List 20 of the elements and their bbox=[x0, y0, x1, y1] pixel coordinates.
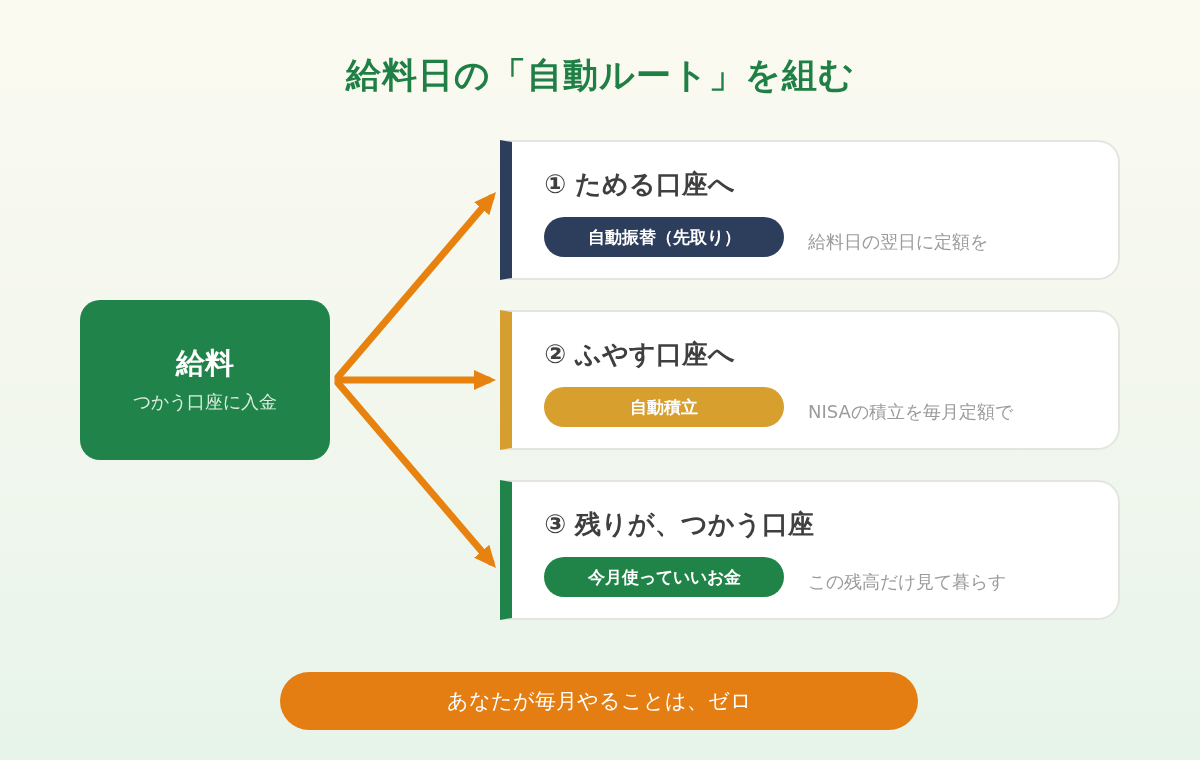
step-note: 給料日の翌日に定額を bbox=[808, 230, 988, 254]
label-pill: 自動振替（先取り） bbox=[544, 217, 784, 257]
step-card bbox=[500, 480, 1120, 620]
step-note: この残高だけ見て暮らす bbox=[808, 570, 1006, 594]
label-pill: 今月使っていいお金 bbox=[544, 557, 784, 597]
step-note: NISAの積立を毎月定額で bbox=[808, 400, 1013, 424]
box-subtitle: つかう口座に入金 bbox=[133, 390, 277, 414]
box-title: 給料 bbox=[176, 345, 234, 381]
title: 給料日の「自動ルート」を組む bbox=[345, 54, 855, 97]
label-pill: 自動積立 bbox=[544, 387, 784, 427]
message-banner: あなたが毎月やることは、ゼロ bbox=[280, 672, 918, 730]
step-card bbox=[500, 140, 1120, 280]
step-heading: ① ためる口座へ bbox=[544, 168, 736, 201]
step-heading: ② ふやす口座へ bbox=[544, 338, 736, 371]
source-box bbox=[80, 300, 330, 460]
arrow bbox=[334, 379, 496, 568]
step-heading: ③ 残りが、つかう口座 bbox=[544, 508, 815, 541]
step-card bbox=[500, 310, 1120, 450]
arrow bbox=[334, 192, 496, 381]
arrow bbox=[334, 370, 496, 390]
